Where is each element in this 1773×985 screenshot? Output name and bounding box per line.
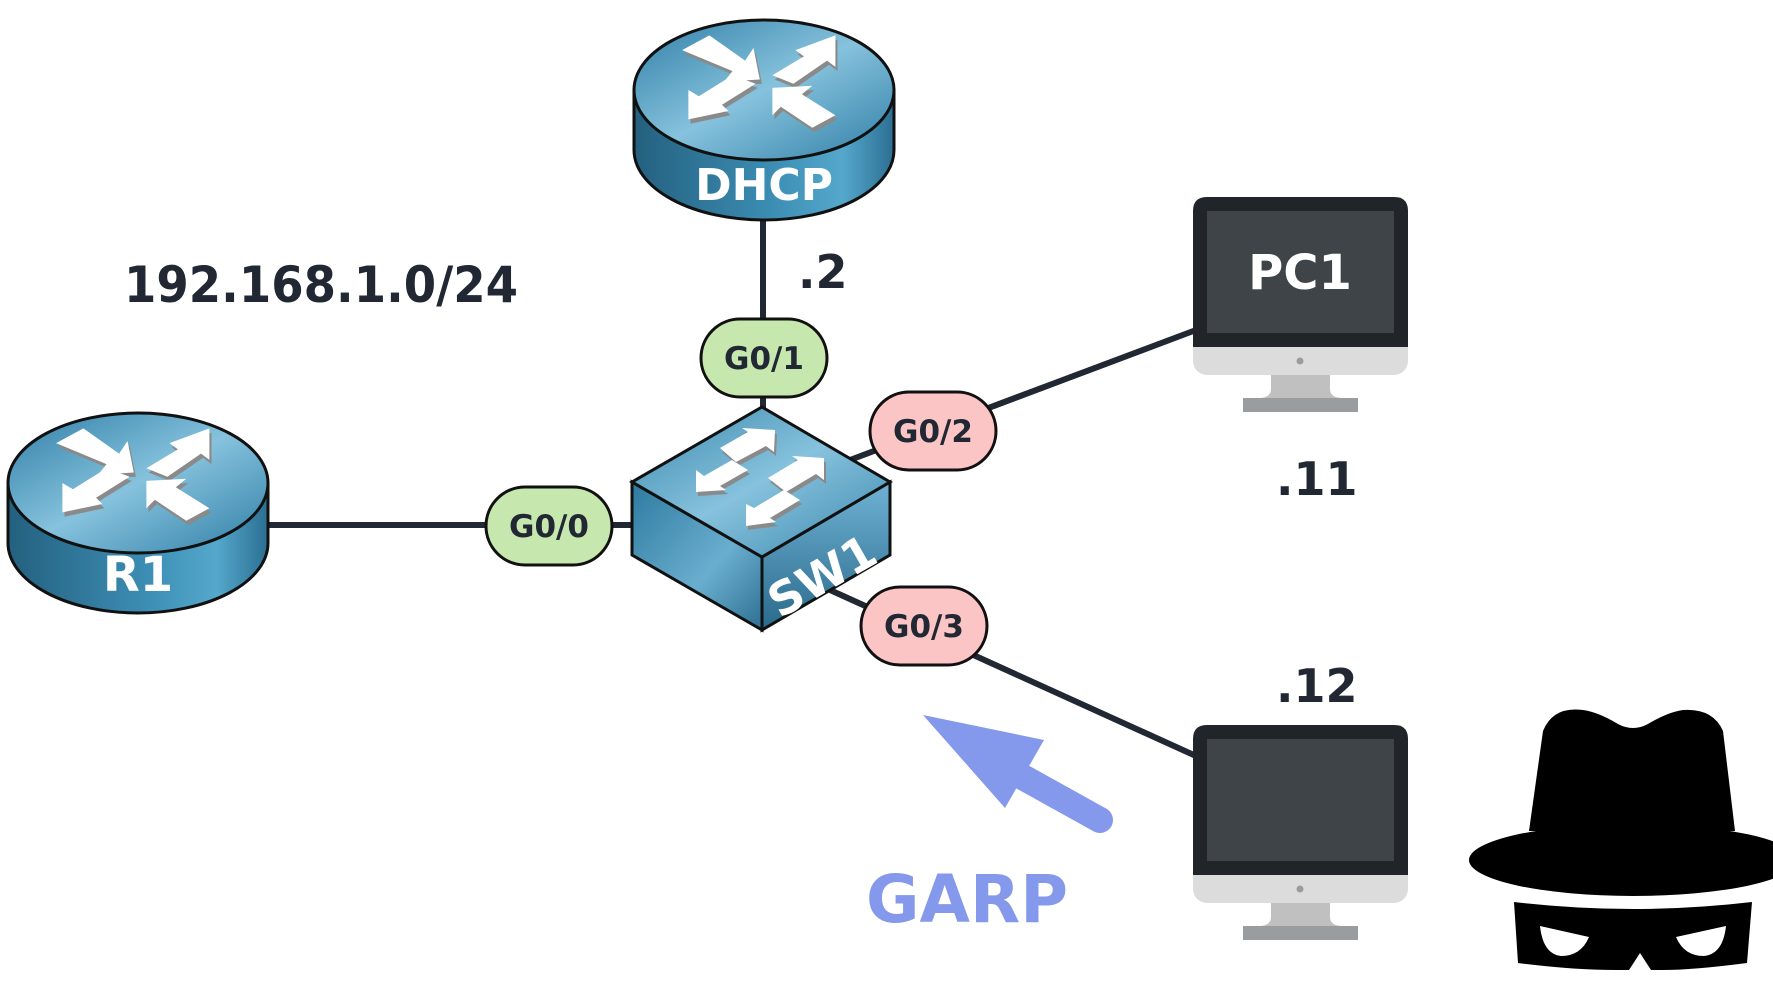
port-label: G0/3	[884, 609, 964, 645]
attacker-ip-label: .12	[1276, 659, 1358, 713]
hat-brim	[1469, 824, 1773, 896]
router-top	[6, 411, 270, 555]
dhcp-ip-label: .2	[798, 245, 847, 299]
monitor-stand-neck	[1258, 375, 1343, 398]
port-badge	[484, 485, 614, 567]
monitor-stand-neck	[1258, 903, 1343, 926]
monitor-screen	[1207, 739, 1394, 861]
switch-top-face	[628, 405, 893, 559]
switch-arrows-icon	[696, 428, 826, 530]
mask-eye-left	[1540, 926, 1589, 956]
port-label: G0/2	[893, 414, 973, 450]
port-badge	[859, 585, 989, 667]
interface-g0-2[interactable]: G0/2	[868, 390, 998, 472]
spy-icon	[1469, 709, 1773, 970]
r1-label: R1	[103, 547, 173, 603]
monitor-stand-base	[1243, 398, 1358, 412]
monitor-led	[1296, 885, 1304, 893]
pc1-label: PC1	[1248, 245, 1352, 301]
interface-g0-3[interactable]: G0/3	[859, 585, 989, 667]
interface-g0-0[interactable]: G0/0	[484, 485, 614, 567]
pc1-ip-label: .11	[1276, 452, 1358, 506]
monitor-led	[1296, 357, 1304, 365]
mask-eye-right	[1676, 926, 1726, 956]
subnet-label: 192.168.1.0/24	[124, 256, 518, 314]
pc1-monitor[interactable]: PC1	[1193, 197, 1408, 412]
dhcp-router[interactable]: DHCP	[632, 18, 896, 222]
router-top	[632, 18, 896, 162]
port-label: G0/1	[724, 341, 804, 377]
garp-arrow-icon	[923, 715, 1113, 833]
attacker-pc-monitor[interactable]	[1193, 725, 1408, 940]
port-badge	[699, 317, 829, 399]
monitor-screen	[1207, 211, 1394, 333]
dhcp-label: DHCP	[695, 160, 833, 211]
port-label: G0/0	[509, 509, 589, 545]
port-badge	[868, 390, 998, 472]
monitor-stand-base	[1243, 926, 1358, 940]
interface-g0-1[interactable]: G0/1	[699, 317, 829, 399]
garp-label: GARP	[866, 861, 1068, 938]
r1-router[interactable]: R1	[6, 411, 270, 615]
hat-crown	[1529, 709, 1735, 831]
